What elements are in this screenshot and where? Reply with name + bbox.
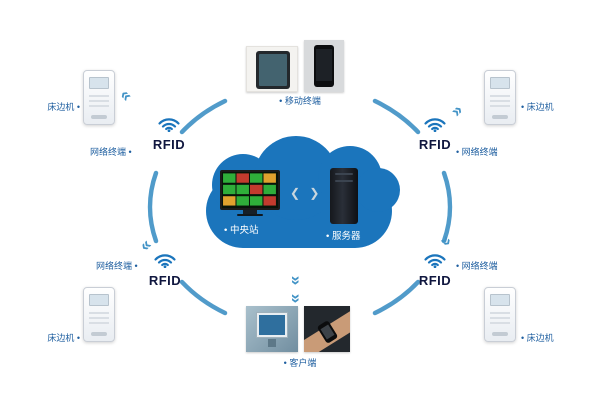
phone-photo xyxy=(304,40,344,92)
bedside-device-top-left xyxy=(83,70,115,125)
bedside-slot xyxy=(91,332,107,336)
kiosk-stand xyxy=(268,339,276,347)
server-slot xyxy=(335,173,353,175)
bedside-screen xyxy=(490,294,510,306)
network-terminal-label-bottom-left: 网络终端 • xyxy=(96,261,138,271)
cloud-content: • 中央站 ❮ ❯ • 服务器 xyxy=(202,140,398,258)
ward-grid-graphic xyxy=(222,172,278,208)
tablet-body xyxy=(256,51,290,89)
phone-screen xyxy=(316,49,332,81)
tablet-screen xyxy=(259,54,287,86)
cloud-shape xyxy=(356,168,400,212)
rfid-label: RFID xyxy=(152,137,186,152)
bedside-slot xyxy=(91,115,107,119)
phone-body xyxy=(314,45,334,87)
network-terminal-label-bottom-right: • 网络终端 xyxy=(456,261,498,271)
client-label: • 客户端 xyxy=(283,358,317,368)
central-station-label: • 中央站 xyxy=(224,225,259,236)
ring-arcs xyxy=(147,98,453,316)
bedside-keys xyxy=(490,95,510,109)
bedside-keys xyxy=(89,95,109,109)
central-station-screen xyxy=(220,170,280,210)
wifi-icon xyxy=(424,118,446,133)
rfid-node-bottom-right: RFID xyxy=(412,250,458,288)
central-cloud: • 中央站 ❮ ❯ • 服务器 xyxy=(202,136,400,258)
bedside-device-bottom-left xyxy=(83,287,115,342)
bedside-slot xyxy=(492,115,508,119)
wifi-icon xyxy=(158,118,180,133)
client-wrist-photo xyxy=(304,306,350,352)
bedside-label-top-right: • 床边机 xyxy=(521,102,554,112)
server-tower xyxy=(330,168,358,224)
bedside-screen xyxy=(490,77,510,89)
wifi-icon xyxy=(424,254,446,269)
tablet-photo xyxy=(246,46,298,92)
rfid-label: RFID xyxy=(418,273,452,288)
server-label: • 服务器 xyxy=(326,231,361,242)
bedside-device-top-right xyxy=(484,70,516,125)
bedside-label-top-left: 床边机 • xyxy=(47,102,80,112)
chevron-bottom-center-1-icon: » xyxy=(287,275,307,286)
bedside-slot xyxy=(492,332,508,336)
rfid-node-bottom-left: RFID xyxy=(142,250,188,288)
client-kiosk-photo xyxy=(246,306,298,352)
rfid-label: RFID xyxy=(148,273,182,288)
server-slot xyxy=(335,180,353,182)
central-station-monitor xyxy=(220,170,280,216)
bedside-keys xyxy=(490,312,510,326)
mobile-terminal-label: • 移动终端 xyxy=(279,96,321,106)
rfid-node-top-left: RFID xyxy=(146,114,192,152)
bedside-screen xyxy=(89,77,109,89)
rfid-label: RFID xyxy=(418,137,452,152)
bedside-label-bottom-right: • 床边机 xyxy=(521,333,554,343)
monitor-stand xyxy=(243,210,257,214)
kiosk-monitor xyxy=(256,312,288,338)
wifi-icon xyxy=(154,254,176,269)
rfid-node-top-right: RFID xyxy=(412,114,458,152)
monitor-base xyxy=(237,214,263,216)
bedside-keys xyxy=(89,312,109,326)
wrist-device-screen xyxy=(320,324,335,340)
network-terminal-label-top-right: • 网络终端 xyxy=(456,147,498,157)
kiosk-screen xyxy=(259,315,285,335)
bedside-screen xyxy=(89,294,109,306)
link-arrows-icon: ❮ ❯ xyxy=(290,186,323,200)
bedside-label-bottom-left: 床边机 • xyxy=(47,333,80,343)
network-terminal-label-top-left: 网络终端 • xyxy=(90,147,132,157)
chevron-bottom-center-2-icon: » xyxy=(287,293,307,304)
bedside-device-bottom-right xyxy=(484,287,516,342)
